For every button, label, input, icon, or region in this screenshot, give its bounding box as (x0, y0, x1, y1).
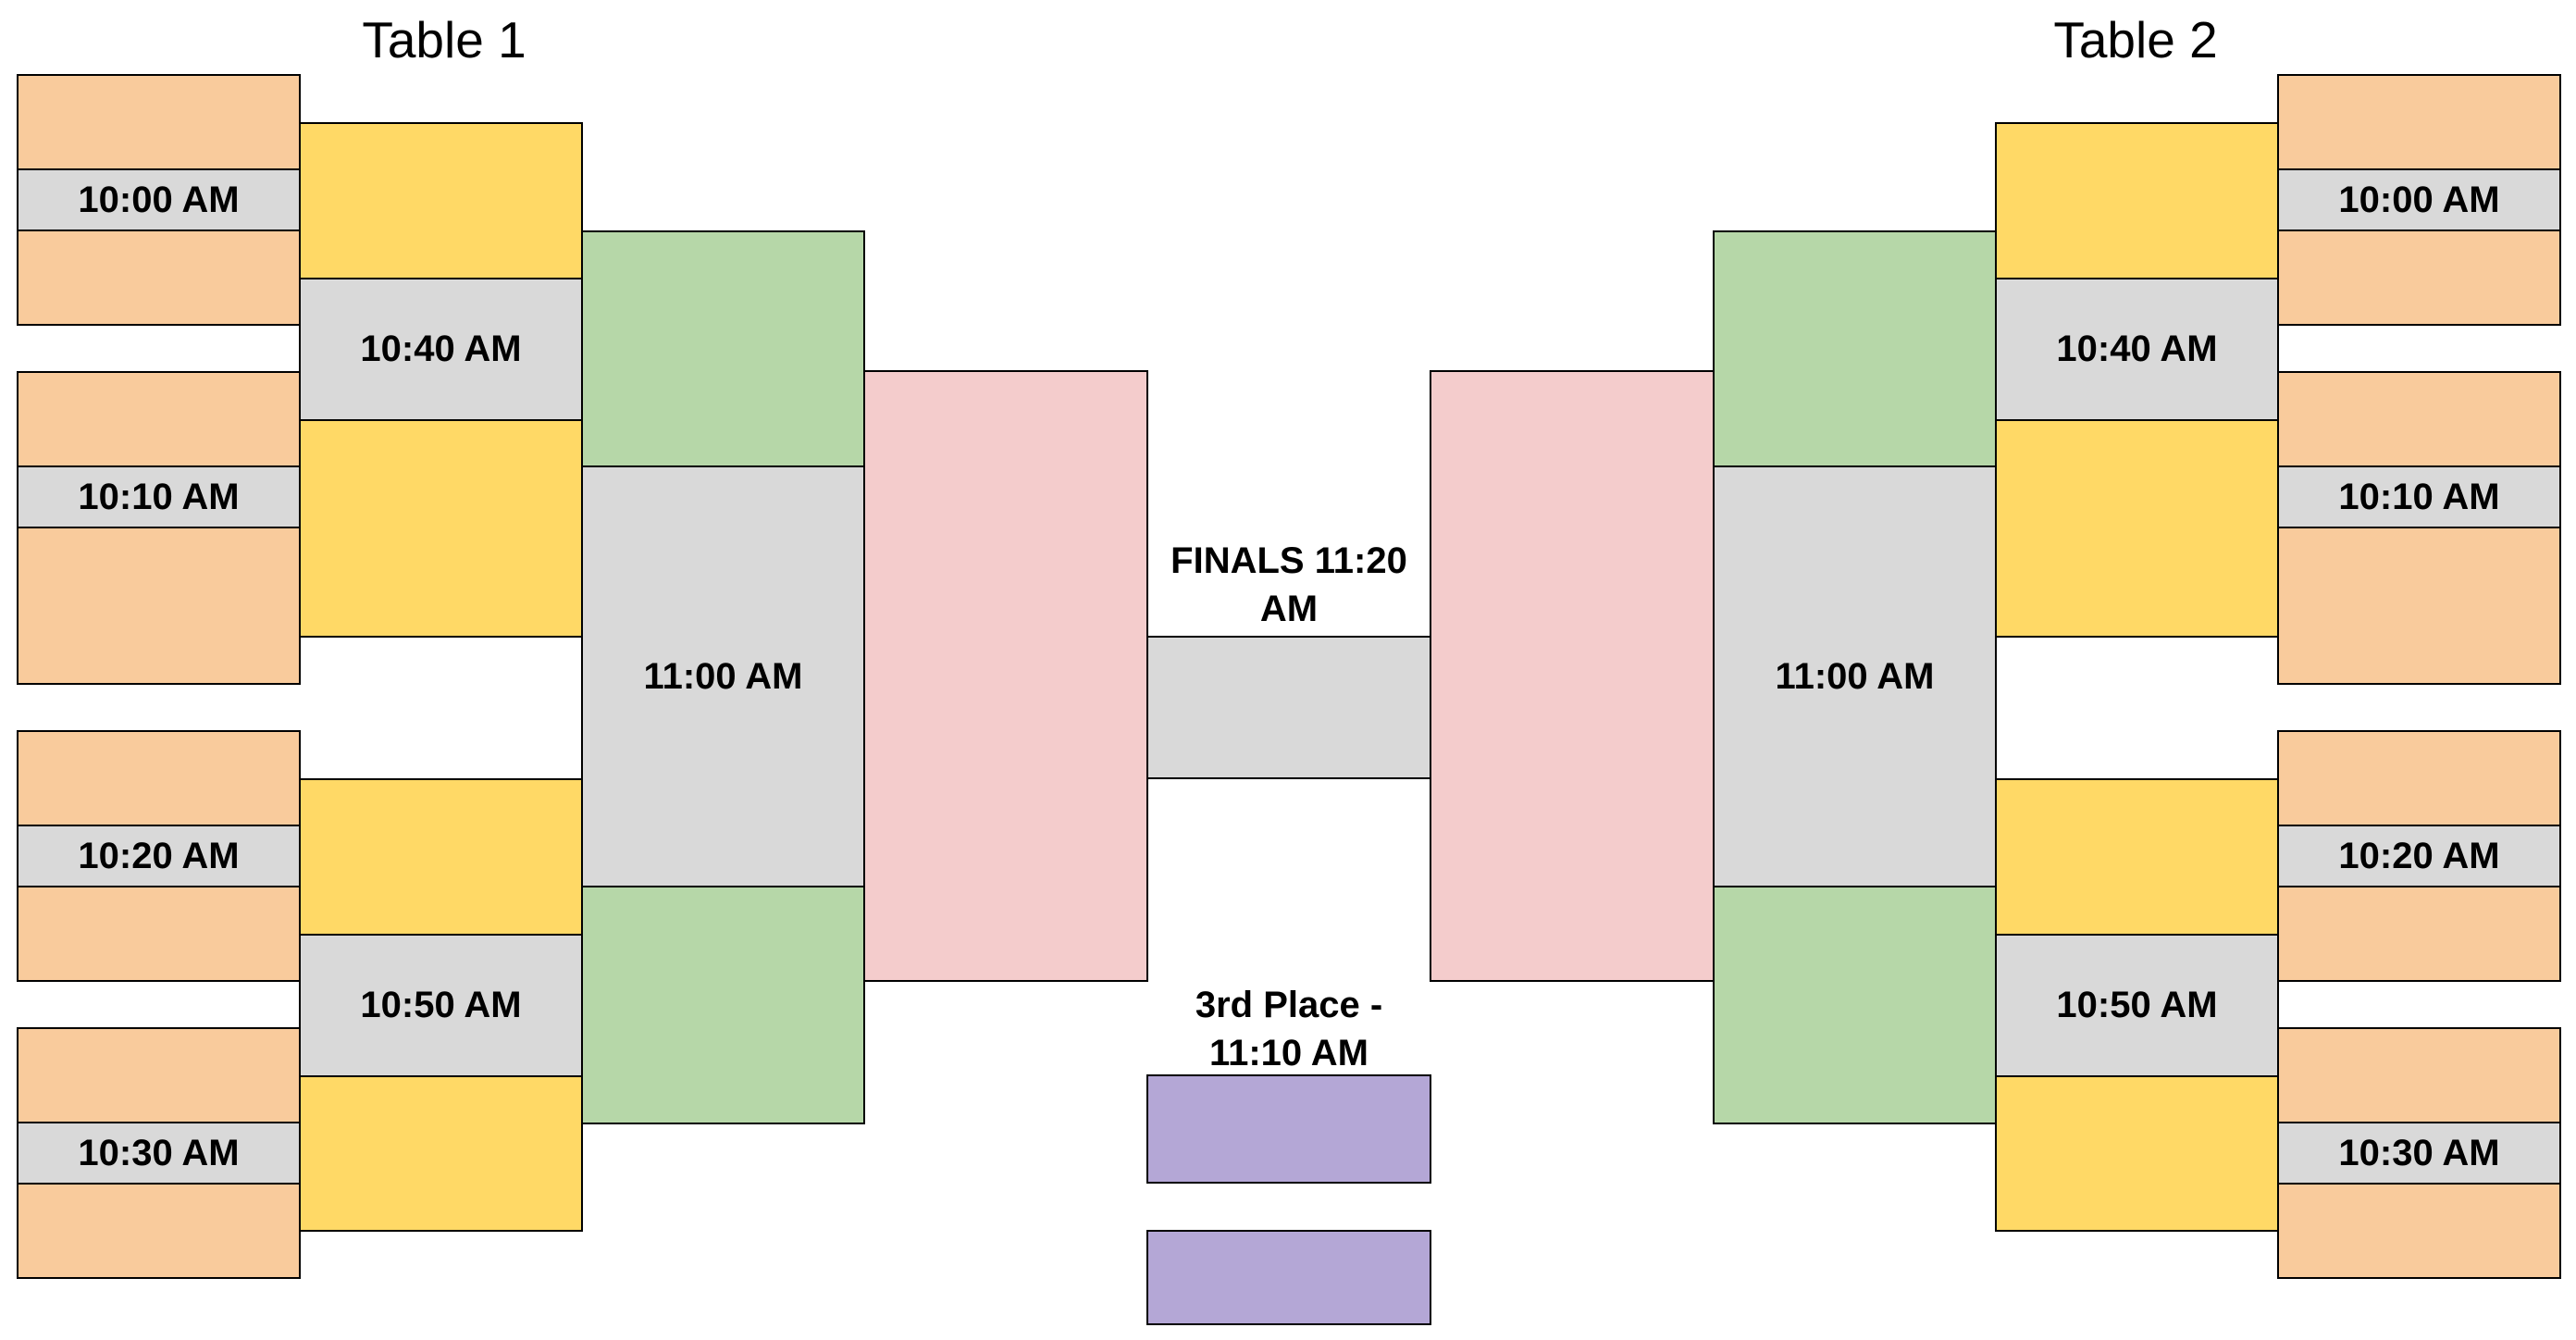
table-1-round-1-match-3-bottom-slot (17, 886, 301, 982)
table-1-round-1-match-1-time: 10:00 AM (17, 168, 301, 231)
table-2-semifinal-bottom-slot (1713, 886, 1997, 1124)
table-1-semifinal-top-slot (581, 230, 865, 467)
table-1-round-1-match-3-time: 10:20 AM (17, 825, 301, 887)
table-2-round-1-match-3-time: 10:20 AM (2277, 825, 2561, 887)
table-1-title: Table 1 (362, 11, 526, 68)
table-1-round-1-match-4-time: 10:30 AM (17, 1122, 301, 1185)
table-2-round-1-match-1-bottom-slot (2277, 230, 2561, 326)
table-2-semifinal-top-slot (1713, 230, 1997, 467)
table-2-round-1-match-3-top-slot (2277, 730, 2561, 826)
finals-match-slot (1146, 636, 1431, 779)
table-2-round-2-match-2-time: 10:50 AM (1995, 934, 2279, 1077)
table-1-round-1-match-1-bottom-slot (17, 230, 301, 326)
table-2-round-2-match-1-time: 10:40 AM (1995, 278, 2279, 421)
third-place-top-slot (1146, 1074, 1431, 1184)
table-2-round-1-match-4-top-slot (2277, 1027, 2561, 1123)
finals-label: FINALS 11:20 AM (1170, 540, 1407, 629)
table-1-round-1-match-2-time: 10:10 AM (17, 465, 301, 528)
table-1-round-2-match-1-top-slot (299, 122, 583, 279)
table-1-round-1-match-2-bottom-slot (17, 527, 301, 685)
table-2-round-1-match-2-bottom-slot (2277, 527, 2561, 685)
table-1-round-2-match-2-time: 10:50 AM (299, 934, 583, 1077)
table-2-round-1-match-2-top-slot (2277, 371, 2561, 467)
table-2-round-2-match-1-bottom-slot (1995, 419, 2279, 638)
table-1-finalist-slot (863, 370, 1148, 982)
table-1-round-1-match-1-top-slot (17, 74, 301, 170)
table-1-round-1-match-4-bottom-slot (17, 1183, 301, 1279)
table-2-round-1-match-4-time: 10:30 AM (2277, 1122, 2561, 1185)
third-place-bottom-slot (1146, 1230, 1431, 1325)
table-1-semifinal-time: 11:00 AM (581, 465, 865, 887)
table-1-round-2-match-1-bottom-slot (299, 419, 583, 638)
table-2-round-2-match-2-bottom-slot (1995, 1075, 2279, 1232)
table-2-round-2-match-1-top-slot (1995, 122, 2279, 279)
table-2-round-1-match-3-bottom-slot (2277, 886, 2561, 982)
table-2-round-1-match-4-bottom-slot (2277, 1183, 2561, 1279)
third-place-label: 3rd Place - 11:10 AM (1195, 985, 1383, 1073)
table-1-round-2-match-1-time: 10:40 AM (299, 278, 583, 421)
table-1-semifinal-bottom-slot (581, 886, 865, 1124)
table-2-finalist-slot (1430, 370, 1715, 982)
table-1-round-2-match-2-bottom-slot (299, 1075, 583, 1232)
table-2-round-1-match-2-time: 10:10 AM (2277, 465, 2561, 528)
table-2-round-1-match-1-time: 10:00 AM (2277, 168, 2561, 231)
table-1-round-1-match-3-top-slot (17, 730, 301, 826)
table-2-round-2-match-2-top-slot (1995, 778, 2279, 936)
table-1-round-1-match-2-top-slot (17, 371, 301, 467)
table-1-round-2-match-2-top-slot (299, 778, 583, 936)
table-2-round-1-match-1-top-slot (2277, 74, 2561, 170)
table-1-round-1-match-4-top-slot (17, 1027, 301, 1123)
table-2-title: Table 2 (2053, 11, 2218, 68)
table-2-semifinal-time: 11:00 AM (1713, 465, 1997, 887)
